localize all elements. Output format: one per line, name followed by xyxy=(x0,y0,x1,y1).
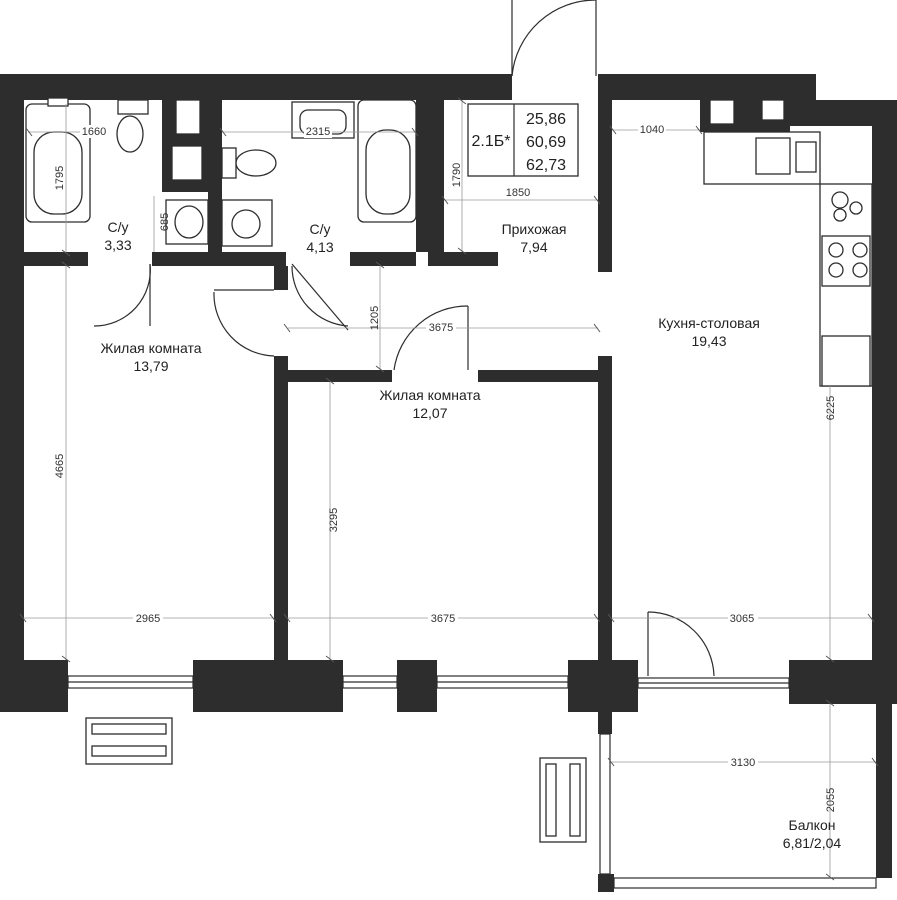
wall-hall-bottom xyxy=(428,252,498,266)
door-bath2 xyxy=(291,263,349,331)
dim-corridor-depth: 1205 xyxy=(369,306,381,330)
doors xyxy=(93,0,715,677)
wall-room2-top-b xyxy=(478,370,612,382)
wall-bottom-1 xyxy=(0,660,68,712)
wall-balcony-pillar xyxy=(598,712,612,734)
dimension-labels: 1660 1795 685 2315 1790 1850 1040 1205 3… xyxy=(54,123,837,812)
apartment-info-box: 2.1Б* 25,86 60,69 62,73 xyxy=(467,103,579,177)
dim-room1-depth: 4665 xyxy=(54,454,66,478)
wall-balcony-right xyxy=(876,704,892,878)
room-bath2-name: С/у xyxy=(310,221,331,237)
room-bath1-name: С/у xyxy=(108,219,129,235)
dim-hall-width: 1850 xyxy=(506,187,530,199)
room-living2-area: 12,07 xyxy=(412,405,447,421)
wall-left xyxy=(0,74,24,664)
room-hall-area: 7,94 xyxy=(520,239,547,255)
dimension-lines xyxy=(19,97,879,881)
wall-balcony-corner xyxy=(598,874,614,892)
wall-bath1-bottom-a xyxy=(24,252,88,266)
balcony-glazing-bottom xyxy=(613,877,877,889)
area-total-balcony: 62,73 xyxy=(526,157,566,174)
wall-kitchen-left xyxy=(598,90,612,272)
shaft-1-inner-a xyxy=(175,99,201,135)
fixtures xyxy=(25,97,873,387)
wall-bath1-bottom-b xyxy=(152,252,286,266)
fridge-icon xyxy=(821,335,871,387)
wall-bottom-2 xyxy=(193,660,343,712)
room-bath1-area: 3,33 xyxy=(104,237,131,253)
dim-room1-width: 2965 xyxy=(136,613,160,625)
toilet-1-icon xyxy=(117,99,149,115)
dim-balcony-width: 3130 xyxy=(731,757,755,769)
wall-partition-kitchen xyxy=(598,356,612,660)
room-living1-name: Жилая комната xyxy=(100,340,201,356)
wall-partition-rooms xyxy=(274,356,288,660)
wall-bath1-right xyxy=(208,90,222,252)
shaft-2-inner-b xyxy=(761,99,785,121)
kitchen-sink-icon xyxy=(755,137,791,175)
apartment-type: 2.1Б* xyxy=(472,133,511,150)
dim-corridor-width: 3675 xyxy=(429,322,453,334)
room-kitchen-area: 19,43 xyxy=(691,333,726,349)
balcony-glazing-left xyxy=(599,733,611,875)
wall-room2-top-a xyxy=(288,370,392,382)
room-living1-area: 13,79 xyxy=(133,358,168,374)
wall-bath2-bottom xyxy=(350,252,416,266)
wall-right xyxy=(872,100,897,662)
stove-burner-icon xyxy=(831,191,849,209)
room-balcony-area: 6,81/2,04 xyxy=(783,835,842,851)
room-living2-name: Жилая комната xyxy=(379,387,480,403)
wall-bath2-right xyxy=(416,90,428,252)
dim-hall-depth: 1790 xyxy=(451,163,463,187)
area-living: 25,86 xyxy=(526,111,566,128)
dim-bath1-niche: 685 xyxy=(159,213,171,231)
room-kitchen-name: Кухня-столовая xyxy=(658,315,760,331)
dim-bath1-width: 1660 xyxy=(82,126,106,138)
dim-bath1-depth: 1795 xyxy=(54,166,66,190)
windows xyxy=(67,675,877,889)
wall-bottom-3 xyxy=(397,660,437,712)
wall-hall-left xyxy=(428,90,444,264)
wall-bottom-5 xyxy=(789,660,897,704)
dim-bath2-width: 2315 xyxy=(306,126,330,138)
dim-room2-depth: 3295 xyxy=(328,508,340,532)
area-total: 60,69 xyxy=(526,134,566,151)
wall-partition-room1-top xyxy=(274,266,288,290)
wall-top-right xyxy=(598,74,816,100)
room-hall-name: Прихожая xyxy=(502,221,567,237)
dim-kitchen-top: 1040 xyxy=(640,124,664,136)
dim-kitchen-depth: 6225 xyxy=(825,396,837,420)
toilet-2-icon xyxy=(221,147,237,179)
room-balcony-name: Балкон xyxy=(789,817,836,833)
dim-balcony-depth: 2055 xyxy=(825,788,837,812)
dim-kitchen-width: 3065 xyxy=(730,613,754,625)
shaft-1-inner-b xyxy=(171,145,203,181)
room-bath2-area: 4,13 xyxy=(306,239,333,255)
room-labels: С/у 3,33 С/у 4,13 Прихожая 7,94 Жилая ко… xyxy=(100,219,841,851)
shaft-2-inner-a xyxy=(709,99,735,125)
wall-bottom-4 xyxy=(568,660,638,712)
walls xyxy=(0,74,897,892)
dim-room2-width: 3675 xyxy=(431,613,455,625)
